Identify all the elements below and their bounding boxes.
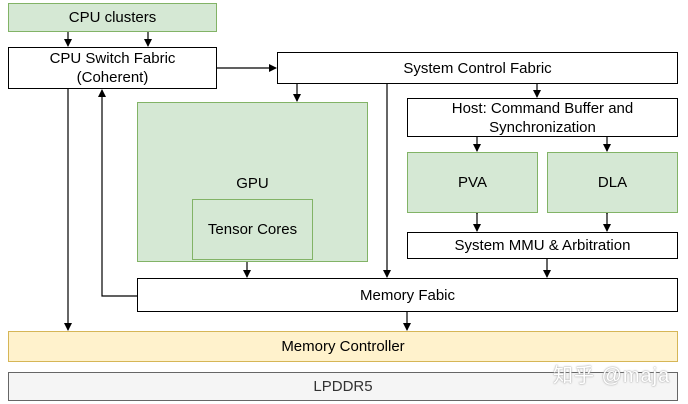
host-command-buffer-node: Host: Command Buffer and Synchronization: [407, 98, 678, 137]
edge-memory-fabric-to-switch: [98, 89, 137, 297]
cpu-clusters-node: CPU clusters: [8, 3, 217, 32]
lpddr5-node: LPDDR5: [8, 372, 678, 401]
system-control-fabric-node: System Control Fabric: [277, 52, 678, 84]
tensor-cores-label: Tensor Cores: [207, 221, 298, 238]
system-mmu-label: System MMU & Arbitration: [454, 237, 631, 254]
gpu-label: GPU: [236, 175, 269, 192]
dla-node: DLA: [547, 152, 678, 213]
watermark-text: 知乎 @maja: [553, 365, 671, 387]
tensor-cores-node: Tensor Cores: [192, 199, 313, 260]
system-mmu-node: System MMU & Arbitration: [407, 232, 678, 259]
memory-controller-node: Memory Controller: [8, 331, 678, 362]
system-control-fabric-label: System Control Fabric: [403, 59, 552, 77]
memory-fabric-node: Memory Fabic: [137, 278, 678, 312]
host-command-buffer-label: Host: Command Buffer and Synchronization: [451, 99, 634, 136]
dla-label: DLA: [597, 174, 628, 191]
cpu-switch-fabric-label: CPU Switch Fabric (Coherent): [49, 50, 176, 86]
pva-node: PVA: [407, 152, 538, 213]
memory-controller-label: Memory Controller: [281, 338, 405, 355]
memory-fabric-label: Memory Fabic: [359, 286, 456, 304]
pva-label: PVA: [458, 174, 487, 191]
cpu-clusters-label: CPU clusters: [68, 9, 157, 26]
lpddr5-label: LPDDR5: [313, 378, 373, 395]
cpu-switch-fabric-node: CPU Switch Fabric (Coherent): [8, 47, 217, 89]
